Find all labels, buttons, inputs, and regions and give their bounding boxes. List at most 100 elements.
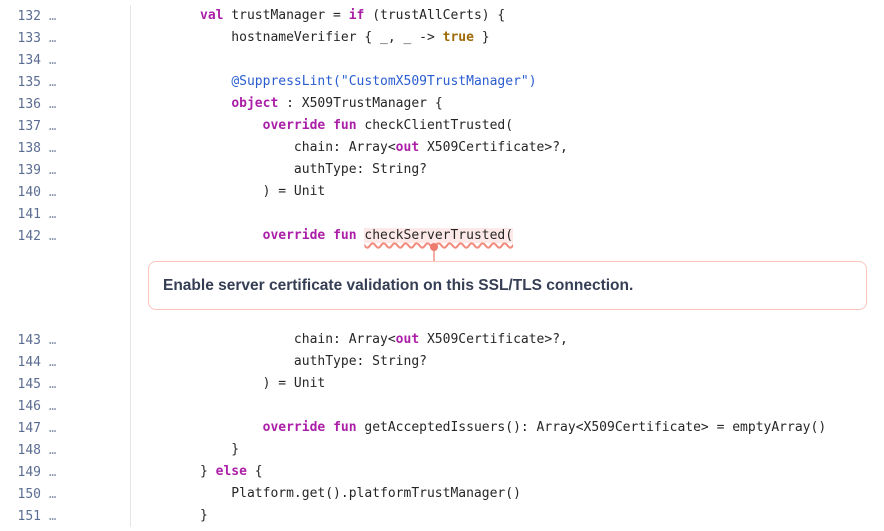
expand-code-ellipsis[interactable]: … [49,185,58,199]
code-token: out [395,140,420,155]
issue-connector-line [433,247,435,262]
code-line-content: chain: Array<out X509Certificate>?, [131,137,884,159]
expand-code-ellipsis[interactable]: … [49,443,58,457]
line-number[interactable]: 146 [17,398,41,414]
expand-code-ellipsis[interactable]: … [49,53,58,67]
code-token: ) = Unit [200,184,326,199]
code-line: 143… chain: Array<out X509Certificate>?, [0,329,884,351]
code-token: out [395,332,420,347]
gutter-cell: 146 … [0,395,131,417]
code-token: override fun [262,420,357,435]
code-line: 144 … authType: String? [0,351,884,373]
code-token: } [200,508,208,523]
expand-code-ellipsis[interactable]: … [49,487,58,501]
code-line: 138 … chain: Array<out X509Certificate>?, [0,137,884,159]
line-number[interactable]: 147 [17,420,41,436]
line-number[interactable]: 133 [17,30,41,46]
line-number[interactable]: 141 [17,206,41,222]
code-token [200,420,263,435]
code-token: override fun [262,228,357,243]
line-number[interactable]: 150 [17,486,41,502]
code-line: 151 …} [0,505,884,527]
code-line-content: override fun getAcceptedIssuers(): Array… [131,417,884,439]
code-token: object [231,96,279,111]
line-number[interactable]: 149 [17,464,41,480]
code-token: chain: Array< [200,332,396,347]
issue-message: Enable server certificate validation on … [163,276,634,294]
line-number[interactable]: 135 [17,74,41,90]
code-line-content: object : X509TrustManager { [131,93,884,115]
expand-code-ellipsis[interactable]: … [49,355,58,369]
code-token [200,118,263,133]
code-line-content: authType: String? [131,159,884,181]
code-token: if [348,8,365,23]
expand-code-ellipsis[interactable]: … [49,229,58,243]
code-token: override fun [262,118,357,133]
line-number[interactable]: 132 [17,8,41,24]
line-number[interactable]: 144 [17,354,41,370]
code-token [200,74,231,89]
expand-code-ellipsis[interactable]: … [49,119,58,133]
expand-code-ellipsis[interactable]: … [49,421,58,435]
line-number[interactable]: 140 [17,184,41,200]
expand-code-ellipsis[interactable]: … [49,333,58,347]
expand-code-ellipsis[interactable]: … [49,141,58,155]
code-token: Platform.get().platformTrustManager() [200,486,521,501]
expand-code-ellipsis[interactable]: … [49,31,58,45]
issue-connector-dot [430,243,438,251]
line-number[interactable]: 136 [17,96,41,112]
code-line-content: override fun checkClientTrusted( [131,115,884,137]
gutter-cell: 133 … [0,27,131,49]
expand-code-ellipsis[interactable]: … [49,9,58,23]
code-token [200,228,263,243]
line-number[interactable]: 148 [17,442,41,458]
code-line-content: authType: String? [131,351,884,373]
line-number[interactable]: 145 [17,376,41,392]
gutter-cell: 137 … [0,115,131,137]
line-number[interactable]: 134 [17,52,41,68]
code-line: 134 … [0,49,884,71]
expand-code-ellipsis[interactable]: … [49,75,58,89]
gutter-cell: 147 … [0,417,131,439]
issue-callout-row: Enable server certificate validation on … [0,243,884,329]
code-line: 145 … ) = Unit [0,373,884,395]
expand-code-ellipsis[interactable]: … [49,377,58,391]
expand-code-ellipsis[interactable]: … [49,97,58,111]
gutter-cell: 140 … [0,181,131,203]
code-line-content: hostnameVerifier { _, _ -> true } [131,27,884,49]
code-token: @SuppressLint("CustomX509TrustManager") [231,74,537,89]
gutter-cell: 149 … [0,461,131,483]
code-line-content: @SuppressLint("CustomX509TrustManager") [131,71,884,93]
line-number[interactable]: 137 [17,118,41,134]
code-token: (trustAllCerts) { [364,8,506,23]
expand-code-ellipsis[interactable]: … [49,465,58,479]
gutter-cell: 136 … [0,93,131,115]
code-line-content: override fun checkServerTrusted( [131,225,884,247]
code-line-content: ) = Unit [131,373,884,395]
code-token: getAcceptedIssuers(): Array<X509Certific… [356,420,827,435]
issue-message-box[interactable]: Enable server certificate validation on … [148,261,867,310]
gutter-cell: 148 … [0,439,131,461]
expand-code-ellipsis[interactable]: … [49,207,58,221]
code-line-content: } [131,505,884,527]
expand-code-ellipsis[interactable]: … [49,163,58,177]
code-line: 139 … authType: String? [0,159,884,181]
code-line: 133 … hostnameVerifier { _, _ -> true } [0,27,884,49]
gutter-cell: 150 … [0,483,131,505]
code-line-content: val trustManager = if (trustAllCerts) { [131,5,884,27]
line-number[interactable]: 142 [17,228,41,244]
code-line-content: Platform.get().platformTrustManager() [131,483,884,505]
expand-code-ellipsis[interactable]: … [49,399,58,413]
code-line: 146 … [0,395,884,417]
line-number[interactable]: 138 [17,140,41,156]
gutter-cell: 151 … [0,505,131,527]
line-number[interactable]: 139 [17,162,41,178]
issue-location-token[interactable]: checkServerTrusted( [364,228,514,243]
gutter-cell: 143 … [0,329,131,351]
code-line-content: } [131,439,884,461]
line-number[interactable]: 143 [17,332,41,348]
gutter-cell: 145 … [0,373,131,395]
expand-code-ellipsis[interactable]: … [49,509,58,523]
line-number[interactable]: 151 [17,508,41,524]
